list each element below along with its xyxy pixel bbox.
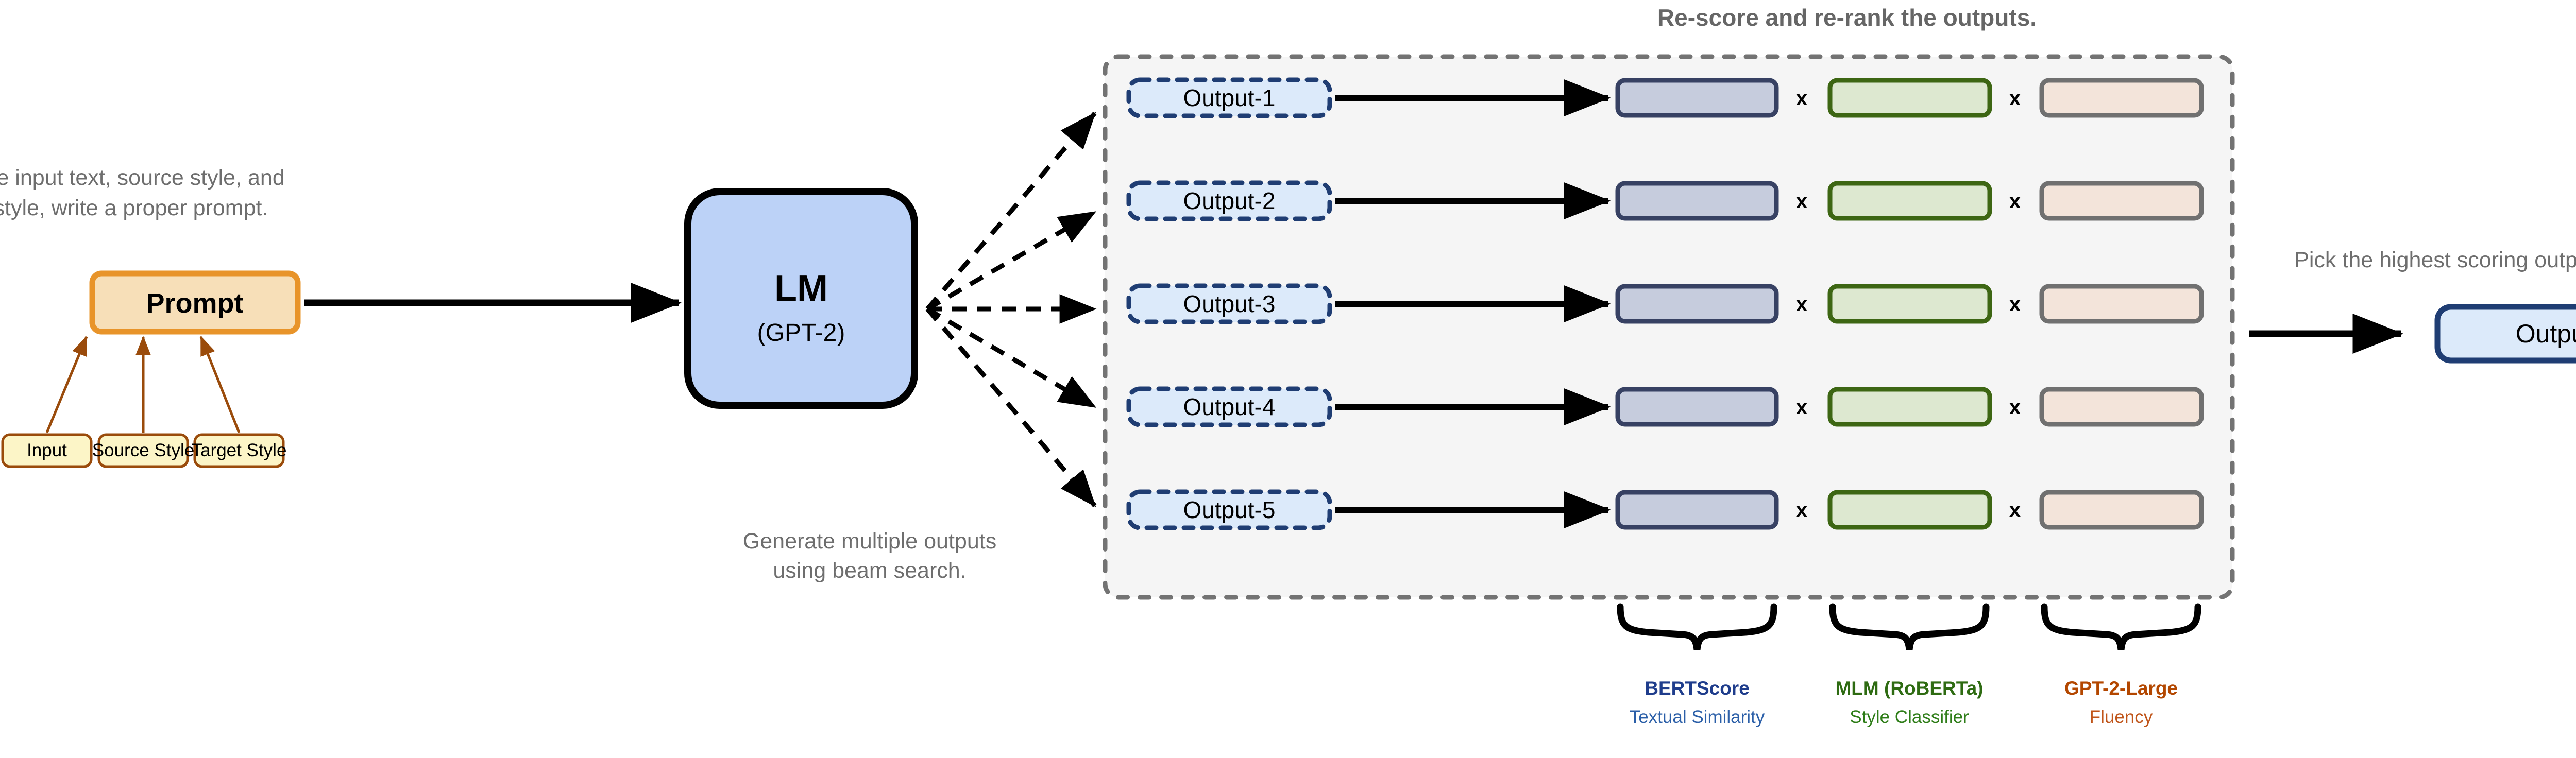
prompt-instruction-caption: Given the input text, source style, and … [0,165,285,220]
dashed-arrow-output-1 [925,112,1097,311]
lm-block-name: LM [774,268,828,309]
score-box-gpt2large-5 [2039,490,2204,530]
prompt-block[interactable]: Prompt [89,270,301,335]
score-box-mlm-2 [1827,181,1992,221]
output-chip-5[interactable]: Output-5 [1126,489,1332,530]
output-chip-4-shape [1126,386,1332,427]
output-chip-4[interactable]: Output-4 [1126,386,1332,427]
score-box-bertscore-2 [1615,181,1779,221]
final-output-chip-label: Output-3 [2516,319,2576,348]
multiply-symbol: x [1796,87,1807,110]
score-box-gpt2large-4 [2039,387,2204,427]
output-chip-2[interactable]: Output-2 [1126,180,1332,221]
legend-bertscore-title: BERTScore [1645,678,1750,699]
legend-gpt2large-subtitle: Fluency [2090,707,2153,727]
score-row-5: x x [1615,490,2204,530]
arrow-target-style-to-prompt [199,336,241,433]
score-row-3: x x [1615,284,2204,324]
score-column-braces [1617,603,2201,650]
prompt-block-shape [89,270,301,335]
output-chip-3-shape [1126,283,1332,324]
legend-gpt2large-title: GPT-2-Large [2064,678,2178,699]
output-chip-2-label: Output-2 [1183,187,1276,214]
input-chip-input-shape [1,433,93,468]
multiply-symbol: x [2009,396,2021,419]
score-row-4: x x [1615,387,2204,427]
legend-mlm-subtitle: Style Classifier [1850,707,1969,727]
prompt-instruction-line1: Given the input text, source style, and [0,165,285,190]
multiply-symbol: x [2009,87,2021,110]
score-row-1: x x [1615,78,2204,118]
multiply-symbol: x [2009,190,2021,213]
arrow-input-to-prompt [45,336,88,433]
input-chip-input-label: Input [27,440,67,460]
score-box-bertscore-1 [1615,78,1779,118]
prompt-block-label: Prompt [146,288,244,319]
lm-block-sub: (GPT-2) [757,319,845,347]
beam-search-caption: Generate multiple outputs using beam sea… [743,529,996,583]
output-to-score-arrows [1335,79,1611,528]
legend-bertscore-subtitle: Textual Similarity [1630,707,1765,727]
multiply-symbol: x [1796,499,1807,522]
multiply-symbol: x [1796,293,1807,316]
input-chip-source-style[interactable]: Source Style [92,433,194,468]
score-box-gpt2large-2 [2039,181,2204,221]
output-chip-1[interactable]: Output-1 [1126,77,1332,118]
brace-gpt2large [2041,603,2201,650]
multiply-symbol: x [1796,396,1807,419]
dashed-arrow-output-2 [926,210,1097,311]
score-box-mlm-3 [1827,284,1992,324]
legend-mlm-title: MLM (RoBERTa) [1835,678,1983,699]
score-box-mlm-1 [1827,78,1992,118]
final-output-chip[interactable]: Output-3 [2434,304,2576,364]
output-chip-3-label: Output-3 [1183,290,1276,317]
multiply-symbol: x [2009,293,2021,316]
pick-highest-caption: Pick the highest scoring output. [2294,248,2576,272]
input-chip-target-style-label: Target Style [192,440,287,460]
beam-search-line2: using beam search. [773,558,966,583]
score-box-gpt2large-3 [2039,284,2204,324]
rerank-panel-title: Re-score and re-rank the outputs. [1657,4,2037,31]
lm-to-outputs-fan [925,112,1097,507]
output-chip-5-shape [1126,489,1332,530]
lm-block[interactable]: LM (GPT-2) [684,188,918,409]
legend-gpt2-large: GPT-2-Large Fluency [2064,678,2178,727]
score-box-mlm-4 [1827,387,1992,427]
brace-mlm [1829,603,1990,650]
score-box-bertscore-4 [1615,387,1779,427]
multiply-symbol: x [2009,499,2021,522]
output-chip-3[interactable]: Output-3 [1126,283,1332,324]
legend-bertscore: BERTScore Textual Similarity [1630,678,1765,727]
beam-search-line1: Generate multiple outputs [743,529,996,554]
score-box-bertscore-5 [1615,490,1779,530]
score-box-bertscore-3 [1615,284,1779,324]
output-chip-2-shape [1126,180,1332,221]
output-chip-4-label: Output-4 [1183,393,1276,420]
multiply-symbol: x [1796,190,1807,213]
output-chip-1-label: Output-1 [1183,84,1276,111]
input-to-prompt-arrows [45,335,241,433]
input-chip-input[interactable]: Input [1,433,93,468]
dashed-arrow-output-5 [925,307,1097,507]
dashed-arrow-output-4 [926,307,1097,409]
input-chip-target-style[interactable]: Target Style [192,433,287,468]
score-row-2: x x [1615,181,2204,221]
score-box-gpt2large-1 [2039,78,2204,118]
output-chip-5-label: Output-5 [1183,496,1276,523]
input-chip-source-style-label: Source Style [92,440,194,460]
lm-block-shape [684,188,918,409]
output-chip-1-shape [1126,77,1332,118]
legend-mlm-roberta: MLM (RoBERTa) Style Classifier [1835,678,1983,727]
input-chip-target-style-shape [193,433,285,468]
brace-bertscore [1617,603,1777,650]
score-box-mlm-5 [1827,490,1992,530]
prompt-instruction-line2: target style, write a proper prompt. [0,196,268,220]
final-output-chip-shape [2434,304,2576,364]
input-chip-source-style-shape [97,433,189,468]
